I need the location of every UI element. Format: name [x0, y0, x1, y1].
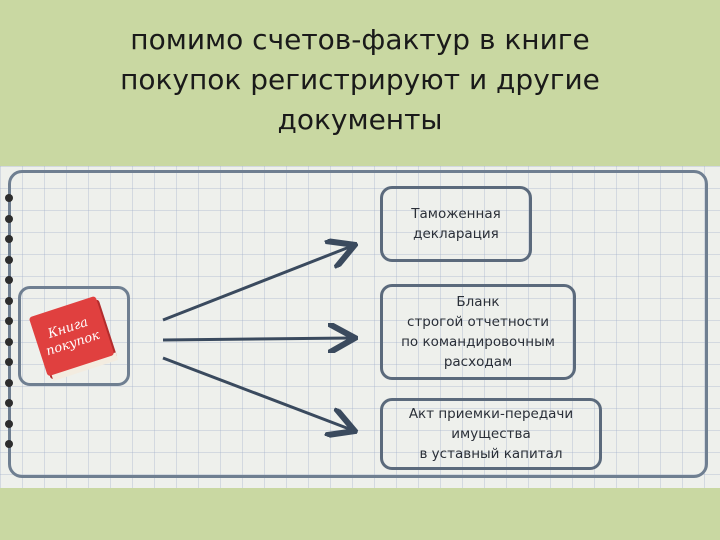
customs-declaration-box: Таможенная декларация [380, 186, 532, 262]
arrow-to-customs [162, 246, 352, 322]
book-frame [18, 286, 130, 386]
acceptance-act-text: Акт приемки-передачи имущества в уставны… [408, 406, 574, 462]
arrows-layer [162, 166, 720, 488]
title-line-3: документы [277, 103, 443, 136]
strict-reporting-form-text: Бланк строгой отчетности по командировоч… [401, 294, 555, 370]
binding-dot [5, 419, 13, 428]
book-cover [29, 296, 114, 376]
spiral-binding [5, 194, 13, 461]
binding-dot [5, 276, 13, 284]
acceptance-act-box: Акт приемки-передачи имущества в уставны… [380, 398, 602, 470]
title-line-1: помимо счетов-фактур в книге [130, 23, 590, 56]
customs-declaration-text: Таможенная декларация [411, 206, 501, 242]
binding-dot [5, 317, 13, 325]
strict-reporting-form-box: Бланк строгой отчетности по командировоч… [380, 284, 576, 380]
binding-dot [5, 399, 13, 407]
binding-dot [5, 337, 13, 346]
arrow-to-forms [162, 338, 352, 340]
binding-dot [5, 214, 13, 223]
title-line-2: покупок регистрируют и другие [120, 63, 600, 96]
arrow-to-act [162, 356, 352, 430]
binding-dot [5, 255, 13, 264]
binding-dot [5, 378, 13, 387]
bottom-strip [0, 488, 720, 540]
binding-dot [5, 296, 13, 305]
binding-dot [5, 194, 13, 202]
binding-dot [5, 358, 13, 366]
slide-title: помимо счетов-фактур в книге покупок рег… [20, 20, 700, 140]
binding-dot [5, 235, 13, 243]
notebook-panel: Книга покупок Таможенная декларация Блан… [0, 166, 720, 488]
purchase-book-icon: Книга покупок [29, 296, 119, 381]
binding-dot [5, 440, 13, 448]
